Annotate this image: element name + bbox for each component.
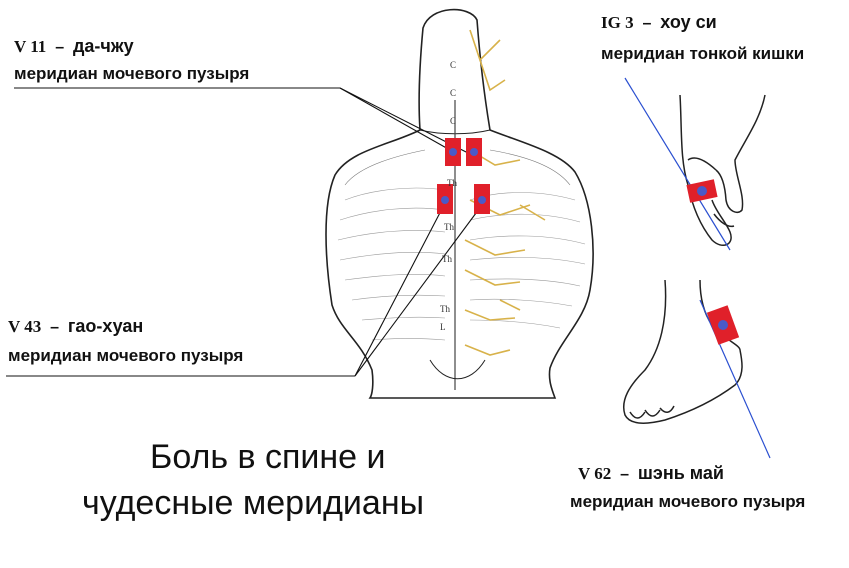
title-line-2: чудесные меридианы [82, 484, 425, 522]
point-code: V 11 [14, 37, 47, 56]
back-markers [437, 138, 490, 214]
vertebra-label: Th [444, 222, 454, 232]
point-name: хоу си [660, 12, 717, 32]
connector-lines [6, 87, 483, 377]
vertebra-label: Th [447, 178, 457, 188]
point-code: IG 3 [601, 13, 634, 32]
guide-line-v62 [699, 299, 771, 459]
guide-line-ig3 [624, 77, 731, 251]
label-v11: V 11 – да-чжу [14, 36, 134, 57]
dash: – [642, 15, 652, 32]
vertebra-labels: C C C Th Th Th Th L [440, 60, 457, 332]
point-name: да-чжу [72, 36, 134, 56]
label-v43: V 43 – гао-хуан [8, 316, 143, 337]
vertebra-label: L [440, 322, 446, 332]
meridian-v62: меридиан мочевого пузыря [570, 492, 806, 511]
label-ig3: IG 3 – хоу си [601, 12, 717, 33]
point-code: V 43 [8, 317, 42, 336]
vertebra-label: C [450, 60, 456, 70]
back-figure [325, 8, 594, 399]
meridian-v11: меридиан мочевого пузыря [14, 64, 250, 83]
vertebra-label: C [450, 116, 456, 126]
title-line-1: Боль в спине и [150, 438, 386, 476]
point-code: V 62 [578, 464, 612, 483]
back-outline [325, 8, 594, 399]
dash: – [50, 319, 60, 336]
dash: – [620, 466, 630, 483]
point-name: шэнь май [637, 463, 724, 483]
marker-v62 [706, 305, 740, 345]
label-v62: V 62 – шэнь май [578, 463, 724, 484]
point-name: гао-хуан [67, 316, 144, 336]
meridian-ig3: меридиан тонкой кишки [601, 44, 805, 63]
vertebra-label: Th [442, 254, 452, 264]
back-contours [337, 187, 586, 341]
vertebra-label: C [450, 88, 456, 98]
hand-figure [679, 94, 766, 247]
marker-ig3 [686, 179, 718, 203]
foot-figure [623, 279, 743, 425]
vertebra-label: Th [440, 304, 450, 314]
dash: – [55, 39, 65, 56]
meridian-v43: меридиан мочевого пузыря [8, 346, 244, 365]
